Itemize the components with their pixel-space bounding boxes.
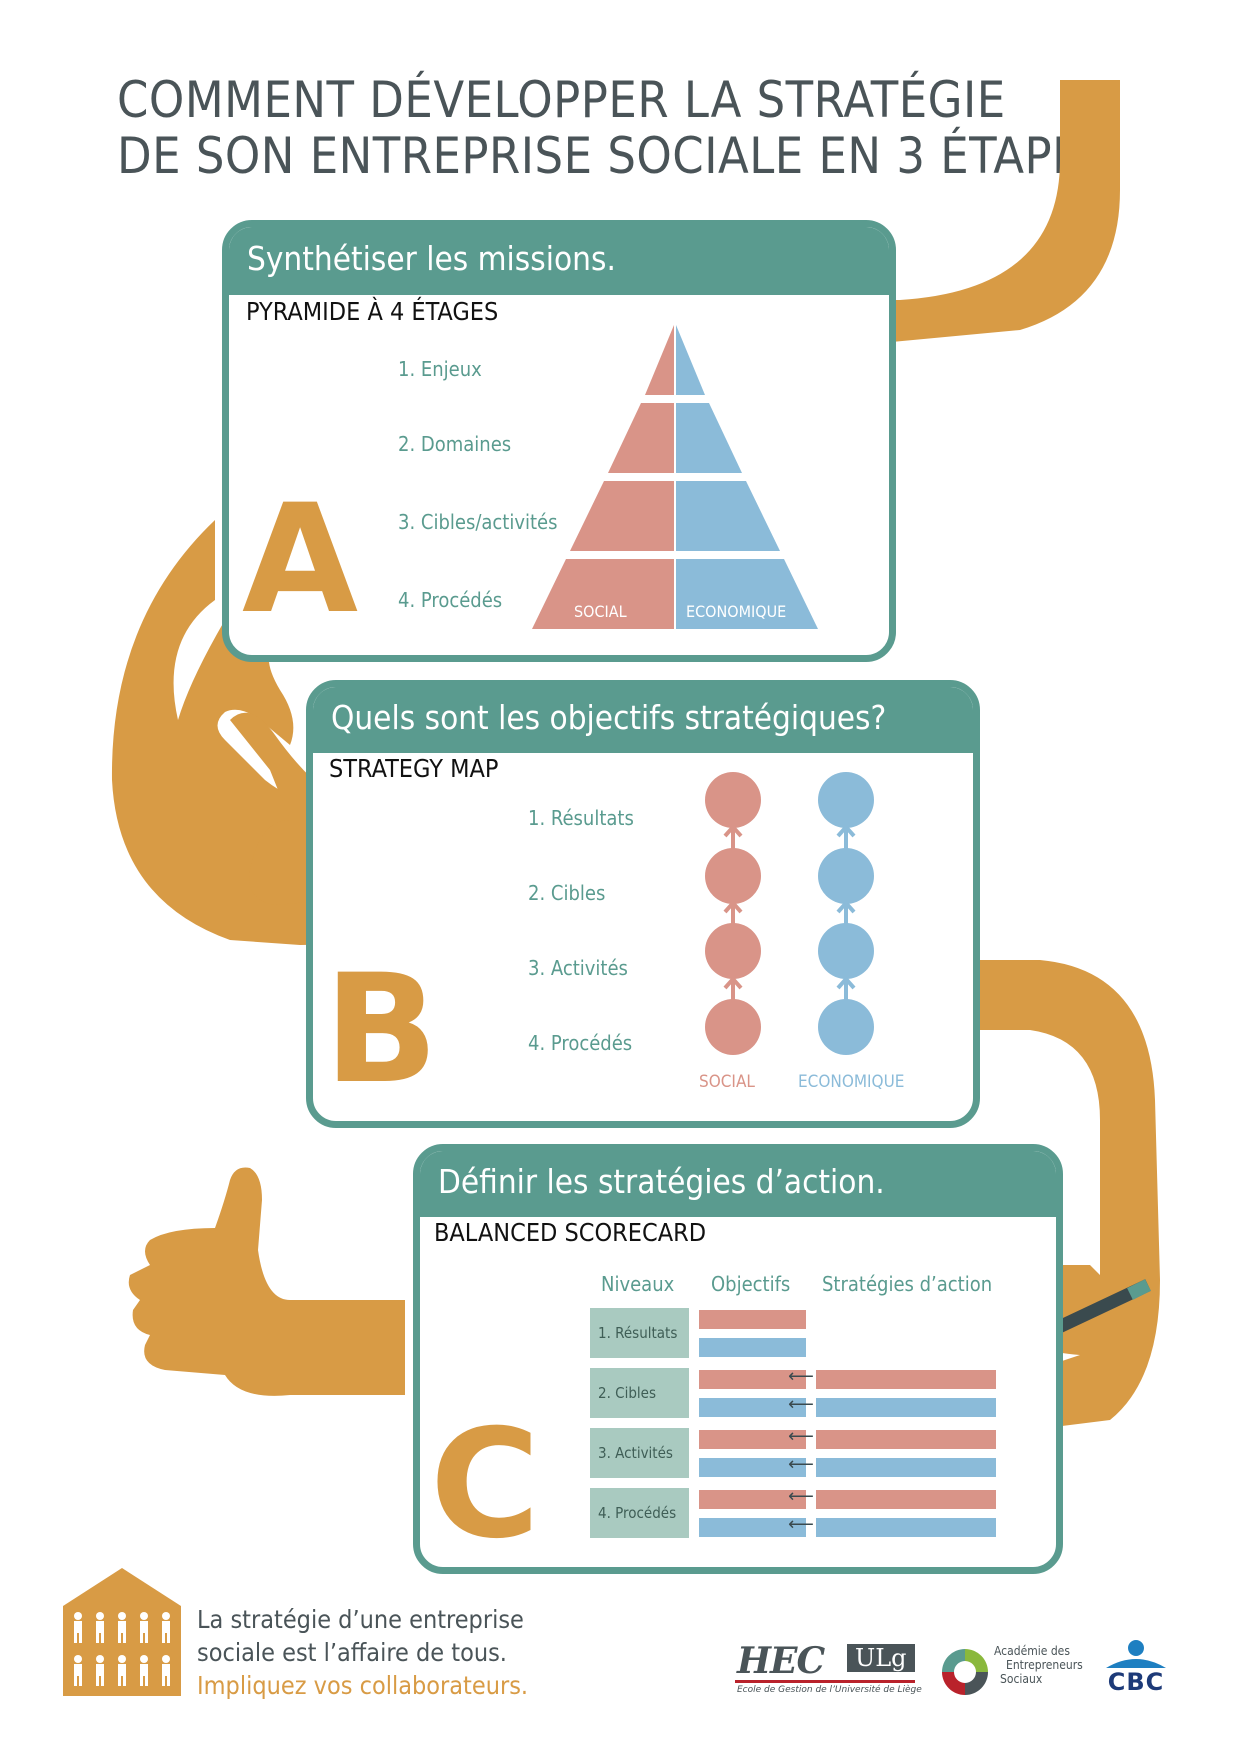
social-objectives-column [705,772,761,1055]
pyramid-eco-tier-4 [676,559,818,629]
bsc-objective-4-social [699,1490,806,1509]
footer-message: La stratégie d’une entreprise sociale es… [197,1603,528,1702]
bsc-objective-2-eco [699,1398,806,1417]
person-row-1 [74,1612,170,1643]
person-row-2 [74,1655,170,1686]
pyramid-level-3: 3. Cibles/activités [398,510,558,534]
cbc-logo: CBC [1100,1640,1172,1702]
bsc-col-objectifs: Objectifs [711,1272,791,1296]
bsc-col-strategies: Stratégies d’action [822,1272,993,1296]
eco-node-3 [818,923,874,979]
title-line-1: COMMENT DÉVELOPPER LA STRATÉGIE [117,71,1006,129]
bsc-objective-4-eco [699,1518,806,1537]
map-level-3: 3. Activités [528,956,628,980]
pyramid-social-tier-1 [645,325,674,395]
pyramid-social-tier-4 [532,559,674,629]
pyramid-eco-tier-2 [676,403,742,473]
social-node-1 [705,772,761,828]
pyramid-social-label: SOCIAL [574,602,627,621]
pyramid-level-4: 4. Procédés [398,588,503,612]
academie-line-3: Sociaux [1000,1672,1043,1686]
strategy-map-diagram [705,772,874,1055]
social-node-4 [705,999,761,1055]
bsc-strategy-2-social [816,1370,996,1389]
map-economic-label: ECONOMIQUE [798,1072,905,1092]
economic-objectives-column [818,772,874,1055]
pyramid-level-1: 1. Enjeux [398,357,482,381]
map-level-1: 1. Résultats [528,806,634,830]
bsc-objective-3-social [699,1430,806,1449]
bsc-strategy-4-social [816,1490,996,1509]
cbc-figure-icon [1106,1640,1166,1668]
cbc-logo-text: CBC [1107,1668,1165,1696]
house-people-icon [63,1568,181,1696]
bsc-strategy-4-eco [816,1518,996,1537]
hec-logo-text: HEC [737,1640,825,1682]
pyramid-eco-tier-3 [676,481,780,551]
step-letter-b: B [324,943,439,1117]
bsc-strategy-3-social [816,1430,996,1449]
eco-node-4 [818,999,874,1055]
footer-line-3: Impliquez vos collaborateurs. [197,1671,529,1700]
card-step-b: Quels sont les objectifs stratégiques? [306,680,980,1128]
card-c-heading: Définir les stratégies d’action. [438,1162,885,1201]
thumbs-up-icon [128,1167,405,1396]
hec-red-line [735,1680,915,1683]
bsc-level-2: 2. Cibles [590,1368,689,1418]
card-b-subtitle: STRATEGY MAP [329,754,499,783]
bsc-level-4: 4. Procédés [590,1488,689,1538]
bsc-arrow-icon: ⟵ [788,1426,814,1447]
ulg-logo-text: ULg [847,1644,915,1672]
academie-line-2: Entrepreneurs [1006,1658,1083,1672]
bsc-objective-1-social [699,1310,806,1329]
step-letter-c: C [430,1398,541,1572]
pyramid-social-tier-2 [608,403,674,473]
card-b-header: Quels sont les objectifs stratégiques? [313,687,973,753]
card-a-subtitle: PYRAMIDE À 4 ÉTAGES [246,297,499,326]
bsc-arrow-icon: ⟵ [788,1486,814,1507]
bsc-arrow-icon: ⟵ [788,1514,814,1535]
pyramid-social-tier-3 [570,481,674,551]
card-a-heading: Synthétiser les missions. [247,239,616,278]
academie-text: Académie des Entrepreneurs Sociaux [994,1644,1083,1686]
pyramid-eco-tier-1 [676,325,705,395]
hec-ulg-logo: HEC ULg Ecole de Gestion de l’Université… [735,1640,922,1700]
bsc-objective-2-social [699,1370,806,1389]
card-c-header: Définir les stratégies d’action. [420,1151,1056,1217]
bsc-arrow-icon: ⟵ [788,1454,814,1475]
pyramid-diagram [532,325,818,629]
eco-node-2 [818,848,874,904]
hec-caption: Ecole de Gestion de l’Université de Lièg… [737,1685,922,1695]
card-b-heading: Quels sont les objectifs stratégiques? [331,698,887,737]
pyramid-level-2: 2. Domaines [398,432,512,456]
bsc-objective-3-eco [699,1458,806,1477]
bsc-arrow-icon: ⟵ [788,1366,814,1387]
footer-line-2: sociale est l’affaire de tous. [197,1638,507,1667]
map-social-label: SOCIAL [699,1072,755,1092]
card-a-header: Synthétiser les missions. [229,227,889,295]
academie-emblem-icon [942,1649,988,1695]
eco-node-1 [818,772,874,828]
card-c-subtitle: BALANCED SCORECARD [434,1218,707,1247]
academie-line-1: Académie des [994,1644,1070,1658]
bsc-objective-1-eco [699,1338,806,1357]
social-node-2 [705,848,761,904]
title-line-2: DE SON ENTREPRISE SOCIALE EN 3 ÉTAPES [117,127,1111,185]
academie-logo: Académie des Entrepreneurs Sociaux [940,1644,1083,1700]
bsc-arrow-icon: ⟵ [788,1394,814,1415]
bsc-level-1: 1. Résultats [590,1308,689,1358]
step-letter-a: A [242,473,359,647]
writing-hand-icon [980,960,1160,1430]
bsc-level-3: 3. Activités [590,1428,689,1478]
map-level-2: 2. Cibles [528,881,606,905]
social-node-3 [705,923,761,979]
bsc-strategy-3-eco [816,1458,996,1477]
bsc-col-niveaux: Niveaux [601,1272,675,1296]
page-title: COMMENT DÉVELOPPER LA STRATÉGIE DE SON E… [117,72,1110,184]
bsc-strategy-2-eco [816,1398,996,1417]
footer-line-1: La stratégie d’une entreprise [197,1605,524,1634]
map-level-4: 4. Procédés [528,1031,633,1055]
pyramid-economic-label: ECONOMIQUE [686,602,787,621]
